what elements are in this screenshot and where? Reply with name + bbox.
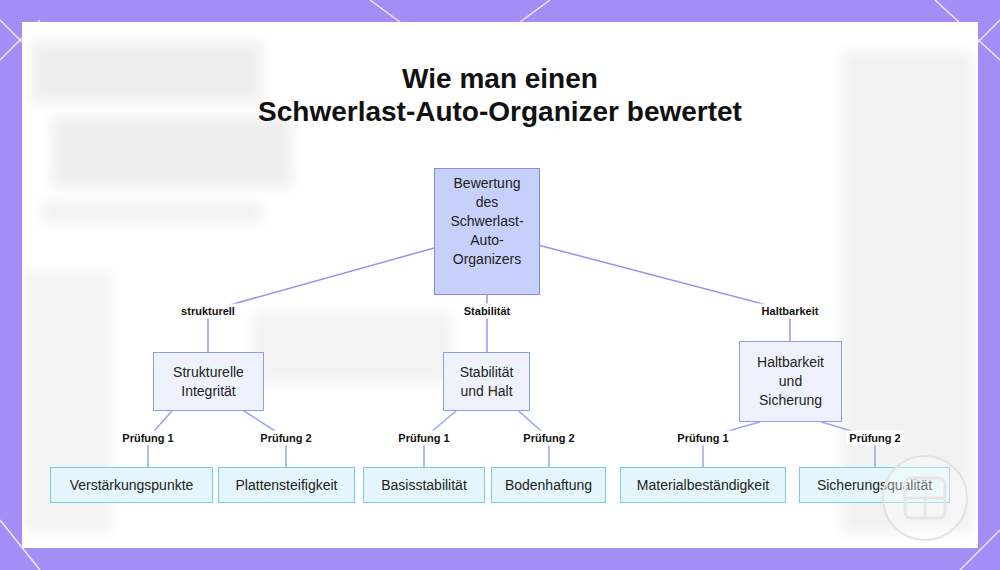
backdrop-shape [52,117,292,187]
badge-symbol [905,497,945,500]
node-text: Plattensteifigkeit [236,476,338,495]
edge-label: Prüfung 1 [395,431,452,446]
edge-label: Prüfung 2 [520,431,577,446]
diagram-title: Wie man einen Schwerlast-Auto-Organizer … [220,62,780,128]
node-text: Materialbeständigkeit [637,476,769,495]
criterion-box: Basisstabilität [363,467,485,503]
criterion-box: Plattensteifigkeit [218,467,355,503]
badge-symbol [924,498,927,518]
corner-line [370,0,400,22]
backdrop-shape [842,52,972,532]
edge-label: Prüfung 2 [846,431,903,446]
node-text: Verstärkungspunkte [70,476,194,495]
criterion-box: Materialbeständigkeit [620,467,786,503]
backdrop-shape [32,42,262,102]
category-box: Stabilität und Halt [443,352,530,411]
edge-label: Haltbarkeit [759,304,822,319]
backdrop-shapes [22,42,972,532]
backdrop-shape [252,312,452,382]
node-text: Basisstabilität [381,476,467,495]
root-box: Bewertung des Schwerlast-Auto-Organizers [434,168,540,295]
edge-label: Prüfung 1 [119,431,176,446]
connector-line [208,248,434,352]
criterion-box: Bodenhaftung [491,467,606,503]
edge-label: strukturell [178,304,238,319]
node-text: Strukturelle Integrität [160,363,257,401]
connector-line [540,245,790,341]
node-text: Bodenhaftung [505,476,592,495]
node-text: Stabilität und Halt [450,363,523,401]
node-text: Sicherungsqualität [817,476,932,495]
corner-line [520,0,550,22]
edge-label: Prüfung 1 [674,431,731,446]
criterion-box: Verstärkungspunkte [50,467,213,503]
node-text: Bewertung des Schwerlast-Auto-Organizers [443,174,531,269]
badge-symbol [905,478,945,518]
node-text: Haltbarkeit und Sicherung [746,353,835,410]
edge-label: Prüfung 2 [257,431,314,446]
edge-label: Stabilität [461,304,513,319]
badge-circle [883,456,967,540]
backdrop-shape [42,202,262,222]
category-box: Haltbarkeit und Sicherung [739,341,842,422]
category-box: Strukturelle Integrität [153,352,264,411]
criterion-box: Sicherungsqualität [799,467,950,503]
